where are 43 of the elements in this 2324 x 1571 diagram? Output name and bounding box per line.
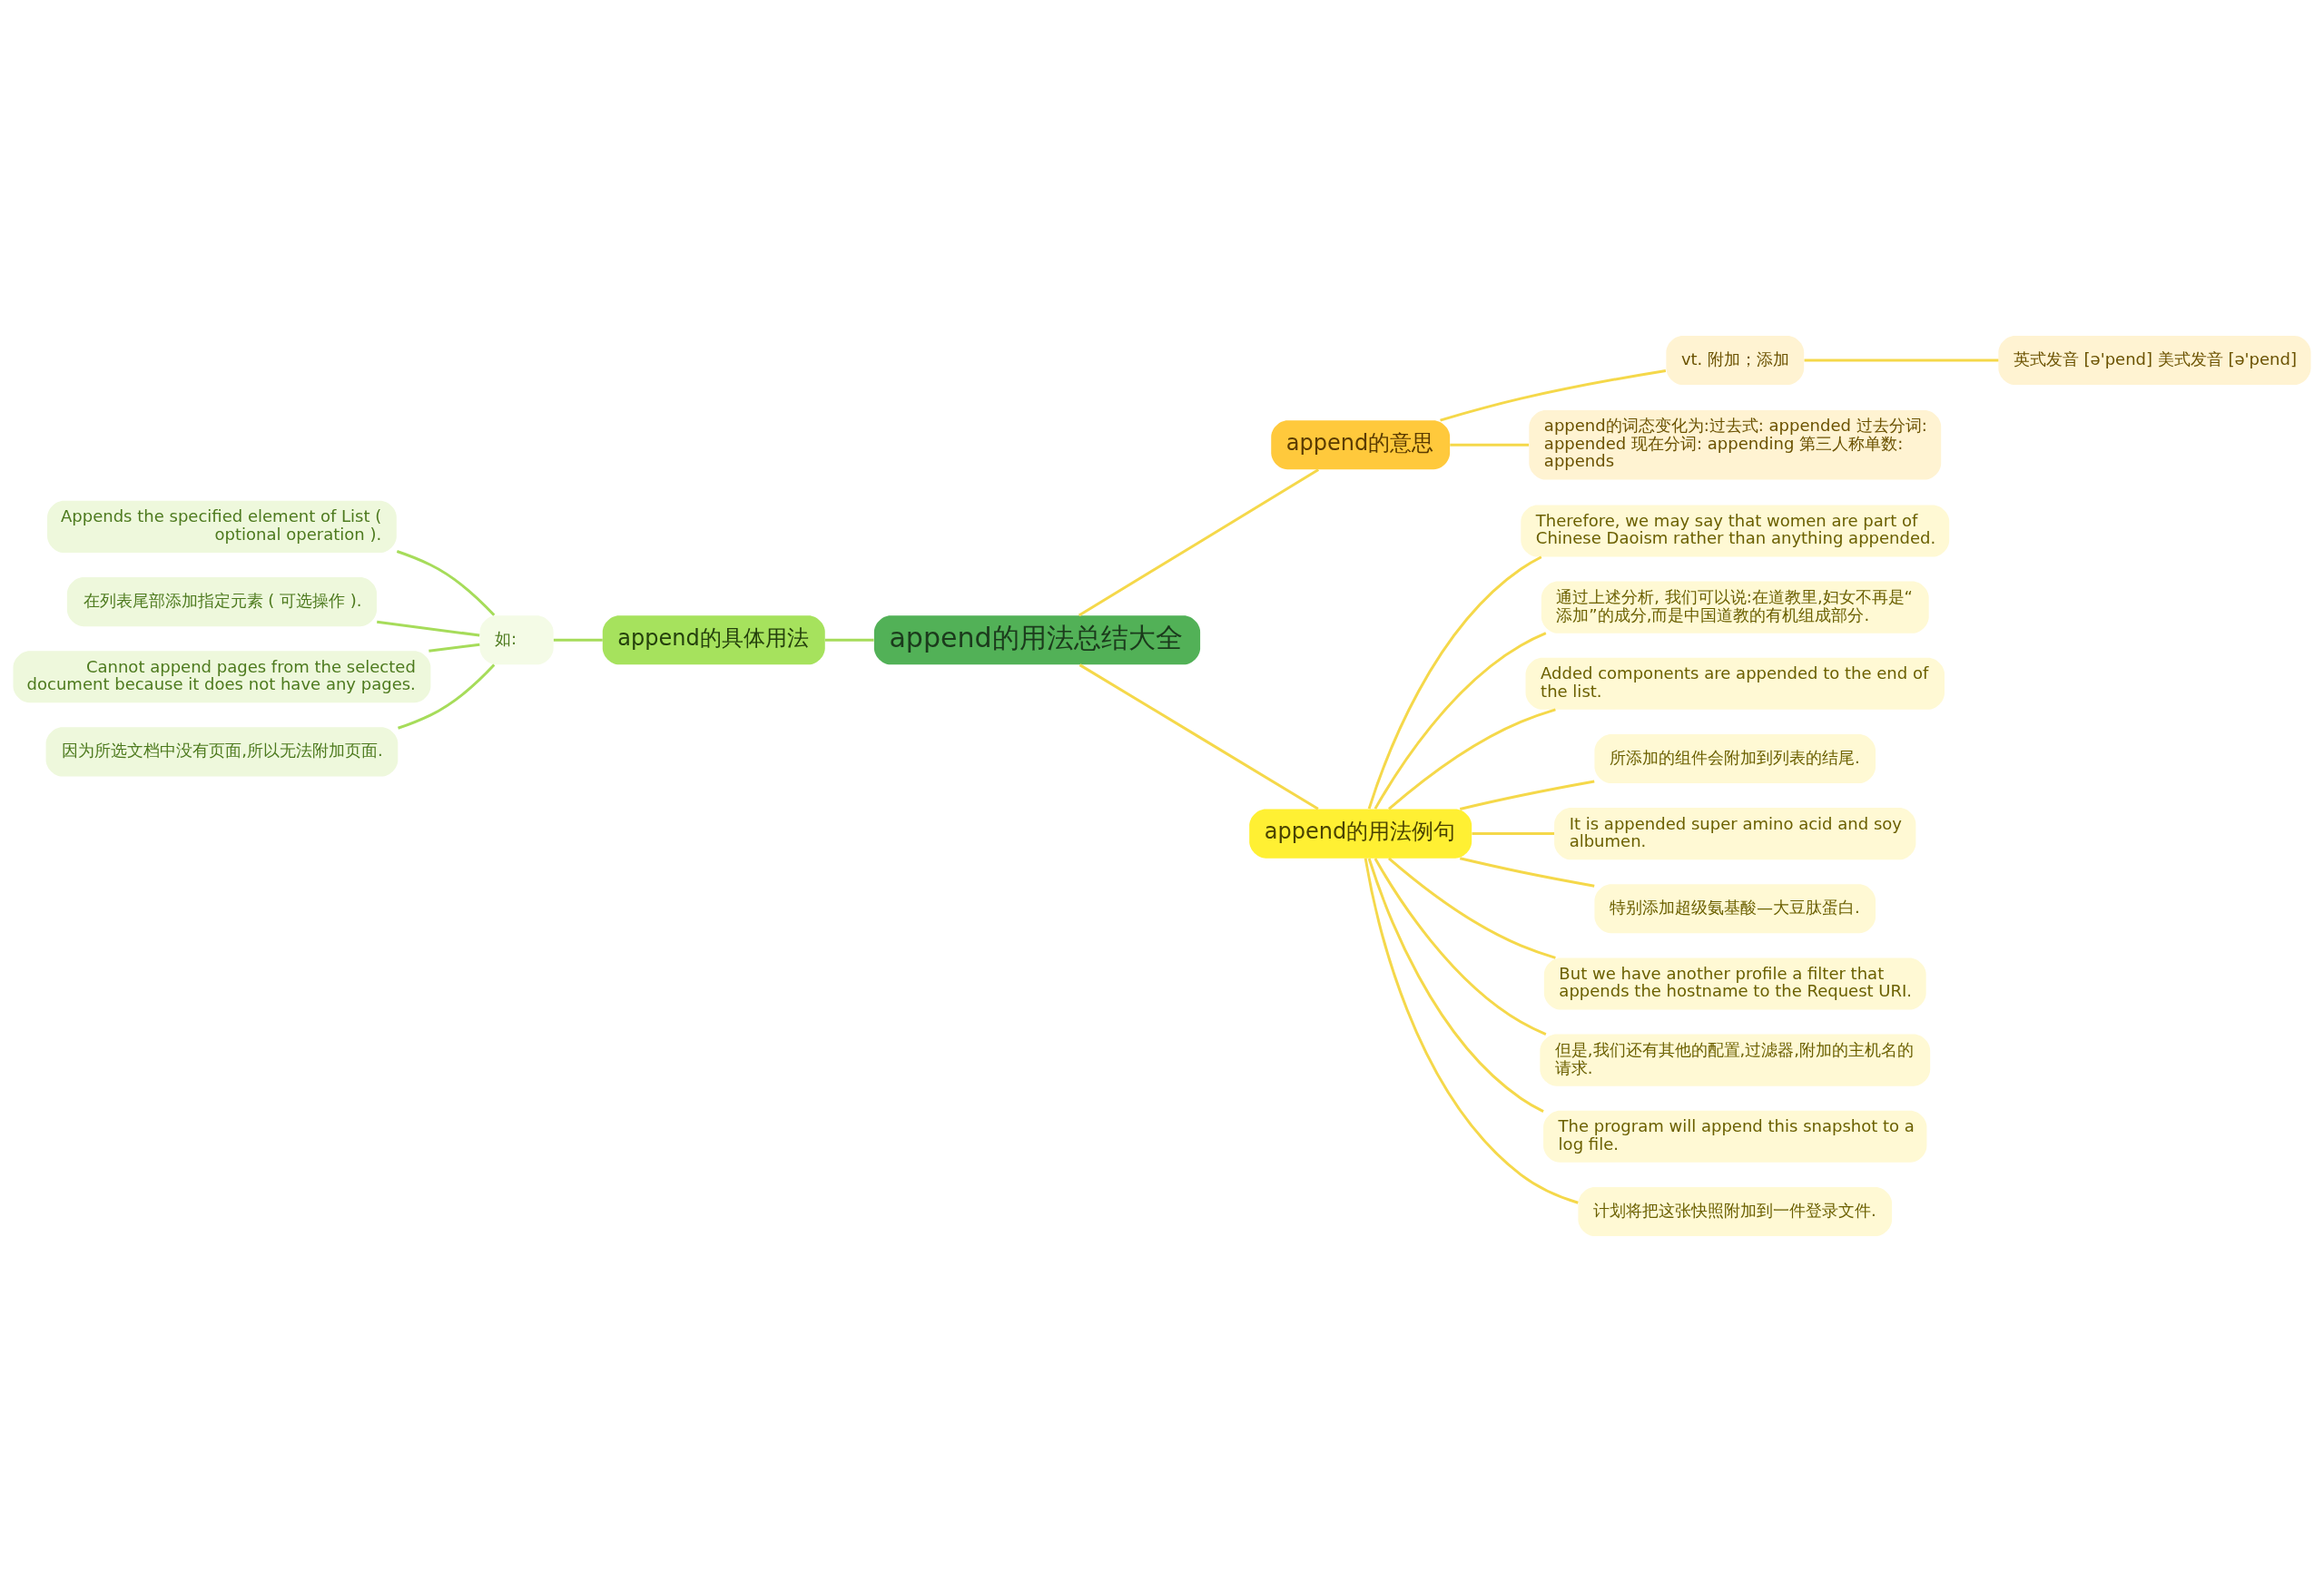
connector: [1388, 707, 1556, 810]
connector: [1364, 857, 1579, 1204]
node-box: append的词态变化为:过去式: appended 过去分词: appended 现在分词: appending 第三人称单数: appends: [1529, 409, 1942, 480]
node-box: 在列表尾部添加指定元素 ( 可选操作 ).: [66, 576, 378, 626]
node-box: It is appended super amino acid and soy albumen.: [1554, 807, 1916, 859]
connector: [1367, 555, 1542, 810]
connector: [1078, 663, 1319, 810]
node-box: 但是,我们还有其他的配置,过滤器,附加的主机名的请求.: [1540, 1034, 1931, 1086]
node-box: append的具体用法: [602, 614, 825, 664]
node-box: Added components are appended to the end of the list.: [1525, 657, 1945, 710]
node-box: 英式发音 [ə'pend] 美式发音 [ə'pend]: [1998, 335, 2311, 385]
node-box: append的意思: [1271, 419, 1451, 469]
connector: [377, 620, 480, 636]
node-box: 计划将把这张快照附加到一件登录文件.: [1578, 1186, 1893, 1236]
node-box: append的用法总结大全: [873, 614, 1201, 664]
node-box: Therefore, we may say that women are part of Chinese Daoism rather than anything appended.: [1521, 504, 1950, 556]
connector: [1388, 857, 1556, 959]
node-box: 如:: [479, 614, 554, 664]
connector: [1450, 443, 1530, 447]
connector: [1804, 358, 1999, 362]
node-box: 特别添加超级氨基酸—大豆肽蛋白.: [1594, 883, 1876, 933]
connector: [1472, 831, 1555, 835]
connector: [1459, 780, 1595, 810]
connector: [1374, 857, 1547, 1036]
node-box: But we have another profile a filter that appends the hostname to the Request URI.: [1543, 957, 1926, 1009]
connector: [824, 638, 874, 642]
node-box: 通过上述分析, 我们可以说:在道教里,妇女不再是“添加”的成分,而是中国道教的有机组成部分.: [1541, 581, 1929, 633]
connector: [428, 643, 480, 653]
connector: [1459, 856, 1595, 888]
connector: [1374, 631, 1547, 810]
node-box: Appends the specified element of List ( optional operation ).: [47, 500, 397, 553]
connector: [1367, 858, 1544, 1113]
node-box: Cannot append pages from the selected document because it does not have any pages.: [13, 650, 431, 702]
node-box: 因为所选文档中没有页面,所以无法附加页面.: [45, 726, 399, 776]
connector: [553, 638, 603, 642]
node-box: 所添加的组件会附加到列表的结尾.: [1594, 733, 1876, 783]
connector: [1078, 467, 1320, 616]
node-box: append的用法例句: [1249, 809, 1472, 859]
node-box: The program will append this snapshot to a log file.: [1543, 1110, 1927, 1163]
node-box: vt. 附加；添加: [1666, 335, 1805, 385]
connector: [1440, 368, 1667, 422]
connector: [398, 663, 496, 730]
connector: [396, 549, 496, 616]
